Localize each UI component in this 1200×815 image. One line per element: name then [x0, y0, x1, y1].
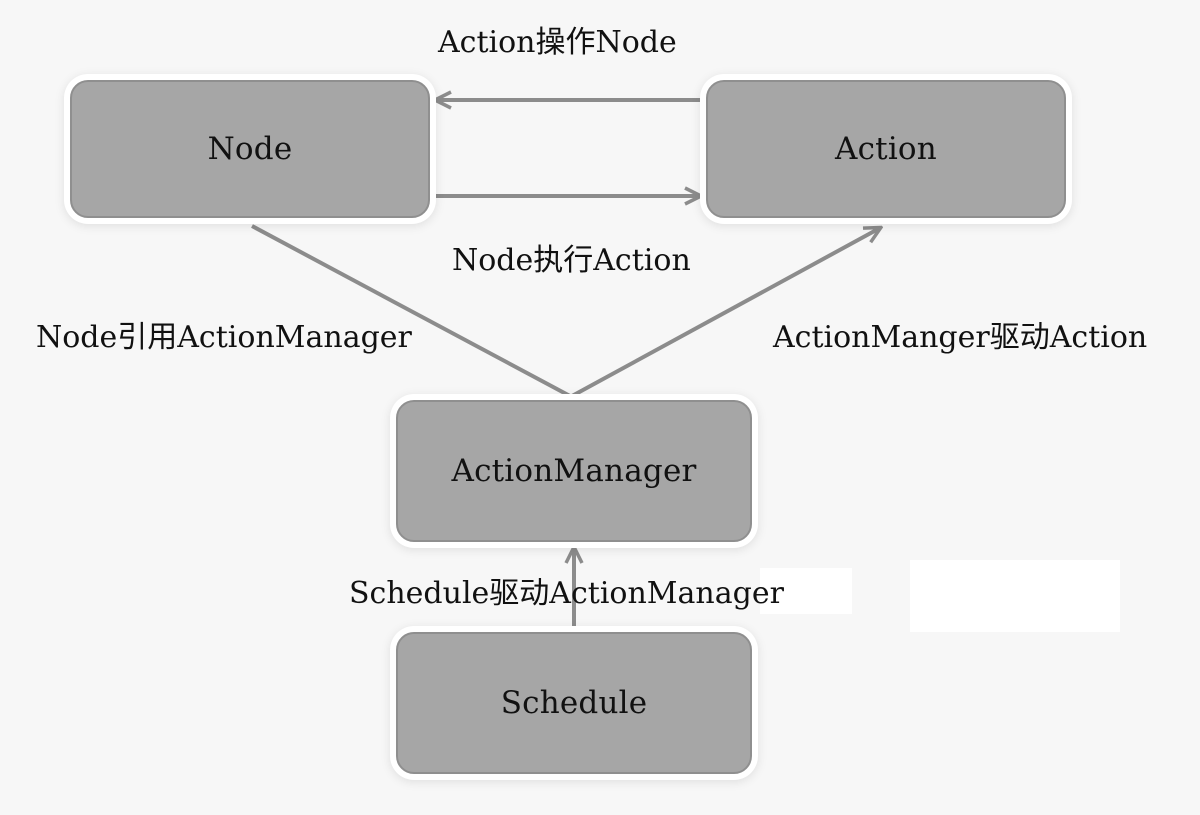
blank-patch-left	[760, 568, 852, 614]
schedule-box: Schedule	[396, 632, 752, 774]
edge-label-node-to-action: Node执行Action	[452, 243, 691, 278]
action-manager-label: ActionManager	[451, 453, 697, 489]
edge-label-action-to-node: Action操作Node	[438, 25, 677, 60]
edge-label-action-manager-to-action: ActionManger驱动Action	[773, 320, 1148, 355]
node-box: Node	[70, 80, 430, 218]
node-label: Node	[207, 131, 293, 167]
edge-label-node-to-action-manager: Node引用ActionManager	[36, 320, 412, 355]
action-label: Action	[835, 131, 937, 167]
action-box: Action	[706, 80, 1066, 218]
blank-patch-right	[910, 560, 1120, 632]
action-manager-box: ActionManager	[396, 400, 752, 542]
edge-label-schedule-to-action-manager: Schedule驱动ActionManager	[349, 576, 784, 611]
schedule-label: Schedule	[500, 685, 648, 721]
